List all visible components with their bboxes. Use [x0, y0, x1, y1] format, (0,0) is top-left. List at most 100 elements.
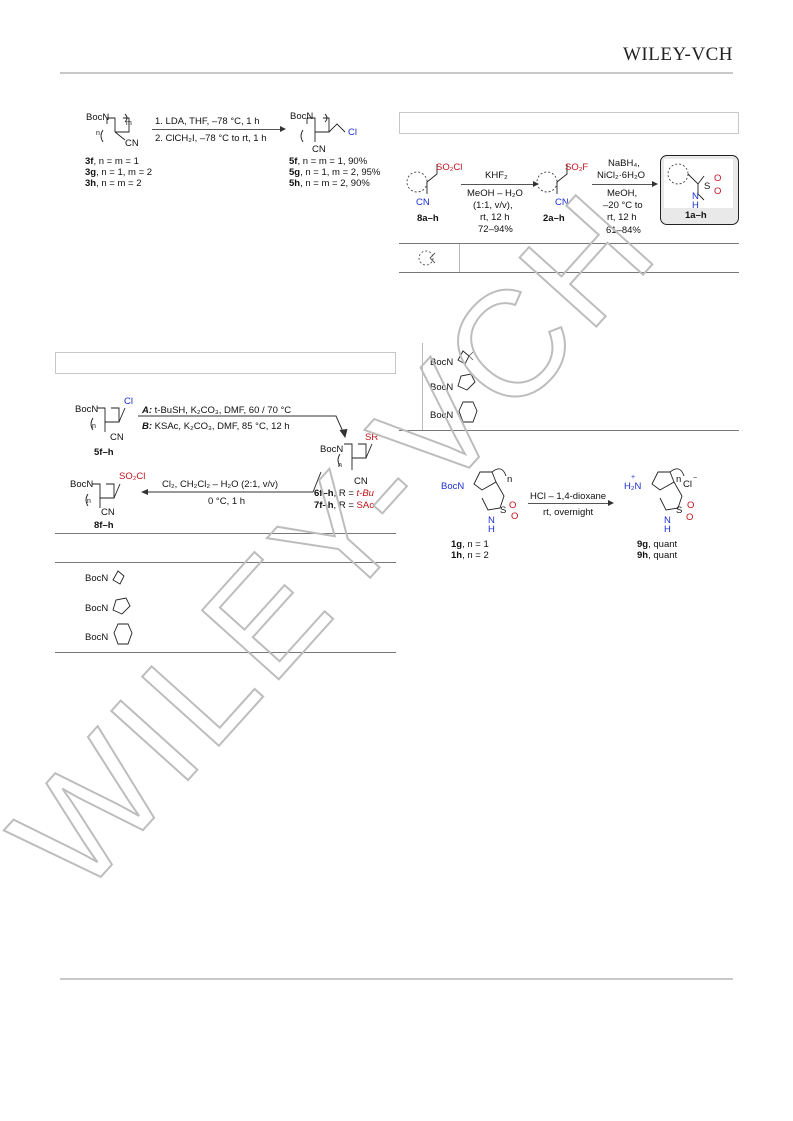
arrow-2 — [592, 184, 654, 185]
reagent1-line-2: rt, 12 h — [480, 212, 510, 223]
mid5-label: 5f–h — [94, 447, 114, 458]
prod5-line-1: 5g, n = 1, m = 2, 95% — [289, 167, 381, 178]
prod9-nh-h: H — [664, 524, 671, 535]
step1: 1. LDA, THF, –78 °C, 1 h — [155, 116, 260, 127]
mid5-cn: CN — [110, 432, 124, 443]
structure-5-mid — [90, 407, 126, 432]
header-rule — [60, 72, 733, 74]
table-rule-left-1 — [55, 533, 396, 534]
cond-c-top: Cl₂, CH₂Cl₂ – H₂O (2:1, v/v) — [162, 479, 279, 490]
prod9-n: n — [676, 474, 682, 485]
sm3-boc: BocN — [86, 112, 110, 123]
prod9-line-0: 9g, quant — [637, 539, 678, 550]
right-table-frame — [422, 343, 423, 431]
azetidine-icon-left — [112, 570, 125, 585]
mid6-boc: BocN — [320, 444, 344, 455]
structure-2 — [536, 164, 568, 194]
prod1-o2: O — [714, 186, 722, 197]
prod9-s: S — [676, 505, 683, 516]
mid8-n: n — [87, 498, 91, 505]
sm3-line-2: 3h, n = m = 2 — [85, 178, 142, 189]
prod5-boc: BocN — [290, 111, 314, 122]
prod5-line-2: 5h, n = m = 2, 90% — [289, 178, 370, 189]
prod1-label: 1a–h — [685, 210, 707, 221]
reagent2-line-1: –20 °C to — [603, 200, 643, 211]
watermark: WILEY-VCH — [0, 159, 689, 923]
right-ring-boc-0: BocN — [430, 357, 454, 368]
mid8-label: 8f–h — [94, 520, 114, 531]
sm1-boc: BocN — [441, 481, 465, 492]
sm1-line-0: 1g, n = 1 — [451, 539, 489, 550]
sm1-s: S — [500, 505, 507, 516]
footer-rule — [60, 978, 733, 980]
sm3-line-0: 3f, n = m = 1 — [85, 156, 139, 167]
sm3-line-1: 3g, n = 1, m = 2 — [85, 167, 153, 178]
sm1-nh-n: N — [488, 515, 495, 526]
reagent1-line-3: 72–94% — [478, 224, 513, 235]
table-col-divider-right — [459, 244, 460, 272]
mid6-cn: CN — [354, 476, 368, 487]
deprot-reagent-top: HCl – 1,4-dioxane — [530, 491, 607, 502]
sm3-cn: CN — [125, 138, 139, 149]
mid6-sr: SR — [365, 432, 379, 443]
sm8-so2cl: SO₂Cl — [436, 162, 463, 173]
mid5-cl: Cl — [124, 396, 133, 407]
left-ring-boc-2: BocN — [85, 632, 109, 643]
arrow-deprot-head — [608, 500, 614, 506]
mid2-label: 2a–h — [543, 213, 565, 224]
prod9-minus: − — [693, 475, 698, 482]
mid5-n: n — [92, 423, 96, 430]
arrow-deprot — [528, 503, 610, 504]
prod9-o1: O — [687, 500, 695, 511]
prod1-o1: O — [714, 173, 722, 184]
structure-8 — [406, 164, 438, 194]
sm1-line-1: 1h, n = 2 — [451, 550, 489, 561]
reagent2-top-0: NaBH₄, — [608, 158, 640, 169]
pyrrolidine-icon-left — [112, 597, 131, 615]
structure-1 — [667, 163, 705, 201]
r-line-0: 6f–h, R = t-Bu — [314, 488, 374, 499]
prod5-cl: Cl — [348, 127, 357, 138]
sm1-n: n — [507, 474, 513, 485]
left-ring-boc-1: BocN — [85, 603, 109, 614]
publisher-logo: WILEY-VCH — [622, 44, 733, 65]
table-rule-right-1 — [399, 243, 739, 244]
reagent1-line-1: (1:1, v/v), — [473, 200, 513, 211]
sm3-n: n — [96, 130, 100, 137]
cond-b: B: KSAc, K₂CO₃, DMF, 85 °C, 12 h — [142, 421, 290, 432]
pyrrolidine-icon — [457, 373, 476, 391]
reagent1-line-0: MeOH – H₂O — [467, 188, 523, 199]
prod9-cl: Cl — [683, 479, 692, 490]
structure-9gh — [651, 468, 685, 511]
step2: 2. ClCH₂I, –78 °C to rt, 1 h — [155, 133, 267, 144]
arrow-1 — [461, 184, 535, 185]
mid2-so2f: SO₂F — [565, 162, 589, 173]
arrow-ab — [138, 415, 348, 439]
mid2-cn: CN — [555, 197, 569, 208]
structure-1gh — [473, 468, 507, 511]
left-ring-boc-0: BocN — [85, 573, 109, 584]
right-ring-boc-1: BocN — [430, 382, 454, 393]
reagent2-line-0: MeOH, — [607, 188, 638, 199]
deprot-reagent-bottom: rt, overnight — [543, 507, 594, 518]
prod5-line-0: 5f, n = m = 1, 90% — [289, 156, 368, 167]
sm8-label: 8a–h — [417, 213, 439, 224]
arrow-head — [280, 126, 286, 132]
prod1-h: H — [692, 200, 699, 211]
table-rule-left-3 — [55, 652, 396, 653]
structure-3 — [100, 113, 130, 143]
reagent2-top-1: NiCl₂·6H₂O — [597, 170, 646, 181]
right-ring-boc-2: BocN — [430, 410, 454, 421]
sm1-nh-h: H — [488, 524, 495, 535]
r-line-1: 7f–h, R = SAc — [314, 500, 374, 511]
scheme-caption-box-left — [55, 352, 396, 374]
table-rule-right-3 — [399, 430, 739, 431]
mid8-cn: CN — [101, 507, 115, 518]
table-rule-left-2 — [55, 562, 396, 563]
scheme-caption-box-right — [399, 112, 739, 134]
prod9-line-1: 9h, quant — [637, 550, 678, 561]
arrow-2-head — [652, 181, 658, 187]
sm1-o2: O — [511, 511, 519, 522]
structure-6-7 — [337, 443, 373, 470]
mid8-boc: BocN — [70, 479, 94, 490]
